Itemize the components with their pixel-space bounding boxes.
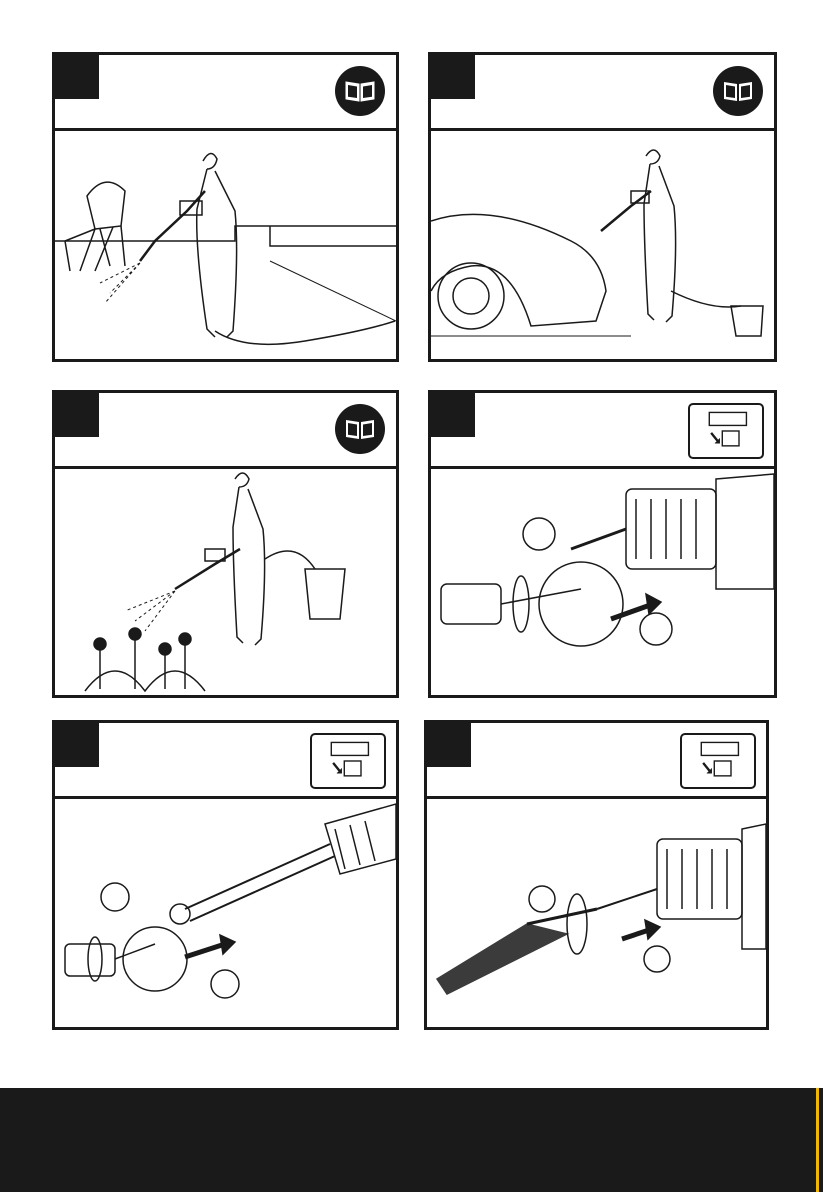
manual-book-icon [334,65,386,117]
figure-panel-d [428,390,777,698]
panel-header [55,393,396,469]
scene-garden-chair [55,131,396,359]
step-number-box [431,393,475,437]
callout-circle-1 [101,883,129,911]
callout-circle-1 [523,518,555,550]
scene-flower-watering [55,469,396,695]
figure-panel-f [424,720,769,1030]
footer-band [0,1088,823,1192]
scene-attach-brush [427,799,766,1027]
step-number-box [55,55,99,99]
panel-header [431,393,774,469]
step-number-box [55,393,99,437]
scene-attach-lance [55,799,396,1027]
battery-removed-icon [310,733,386,789]
scene-car-wash [431,131,774,359]
callout-circle-2 [640,613,672,645]
panel-header [431,55,774,131]
figure-panel-e [52,720,399,1030]
manual-book-icon [334,403,386,455]
scene-attach-nozzle [431,469,774,695]
callout-circle-2 [211,970,239,998]
panel-header [55,55,396,131]
step-number-box [427,723,471,767]
figure-panel-b [428,52,777,362]
manual-book-icon [712,65,764,117]
battery-removed-icon [688,403,764,459]
footer-accent-edge [816,1088,819,1192]
battery-removed-icon [680,733,756,789]
callout-circle-2 [644,946,670,972]
step-number-box [431,55,475,99]
figure-panel-a [52,52,399,362]
panel-header [55,723,396,799]
callout-circle-1 [529,886,555,912]
panel-header [427,723,766,799]
step-number-box [55,723,99,767]
figure-panel-c [52,390,399,698]
